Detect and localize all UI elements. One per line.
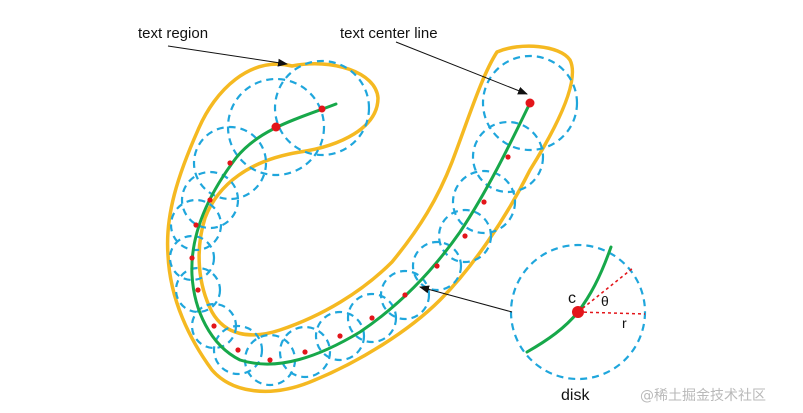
disk-detail: [509, 243, 647, 381]
text-region-disk: [437, 208, 493, 264]
center-line-point: [207, 197, 213, 203]
text-region-arrow: [167, 45, 288, 67]
center-line-point: [481, 199, 487, 205]
center-line-point: [211, 323, 217, 329]
center-line-point: [227, 160, 233, 166]
text-region-outline: [165, 44, 575, 394]
text-region-disk: [174, 266, 222, 314]
center-line-points: [189, 154, 511, 363]
text-region-disk: [278, 325, 332, 379]
text-region-disks: [168, 54, 579, 387]
center-line-point: [189, 255, 195, 261]
text-region-disk: [273, 59, 371, 157]
label-c: c: [568, 290, 576, 307]
text-region-disk: [411, 240, 463, 292]
center-point-large: [525, 98, 535, 108]
text-region-disk: [471, 120, 545, 194]
center-line-point: [337, 333, 343, 339]
watermark-text: @稀土掘金技术社区: [640, 388, 766, 404]
center-line-point: [267, 357, 273, 363]
text-region-disk: [346, 292, 398, 344]
center-line-point: [369, 315, 375, 321]
center-line-point: [434, 263, 440, 269]
center-line-point: [302, 349, 308, 355]
text-region-disk: [192, 125, 268, 201]
center-line-point: [235, 347, 241, 353]
label-text-center-line: text center line: [340, 25, 438, 42]
center-line-point: [462, 233, 468, 239]
text-region-disk: [168, 234, 216, 282]
text-center-line-arrow: [395, 41, 528, 95]
text-region-disk: [212, 324, 264, 376]
text-region-disk: [481, 54, 579, 152]
text-region-disk: [379, 269, 431, 321]
center-line-point: [193, 222, 199, 228]
text-region-disk: [451, 169, 517, 235]
center-line-point: [195, 287, 201, 293]
disk-center-point: [572, 306, 584, 318]
text-center-line: [190, 101, 532, 366]
radius-line: [577, 311, 646, 315]
label-disk: disk: [561, 387, 590, 404]
center-line-point: [505, 154, 511, 160]
center-point-large: [318, 105, 326, 113]
center-point-large: [271, 122, 281, 132]
label-r: r: [622, 315, 627, 331]
label-theta: θ: [601, 293, 609, 309]
text-region-disk: [226, 77, 326, 177]
text-region-disk: [169, 198, 223, 252]
label-text-region: text region: [138, 25, 208, 42]
disk-arrow: [419, 285, 513, 313]
text-region-disk: [314, 310, 366, 362]
text-region-disk: [180, 170, 240, 230]
center-line-point: [402, 292, 408, 298]
